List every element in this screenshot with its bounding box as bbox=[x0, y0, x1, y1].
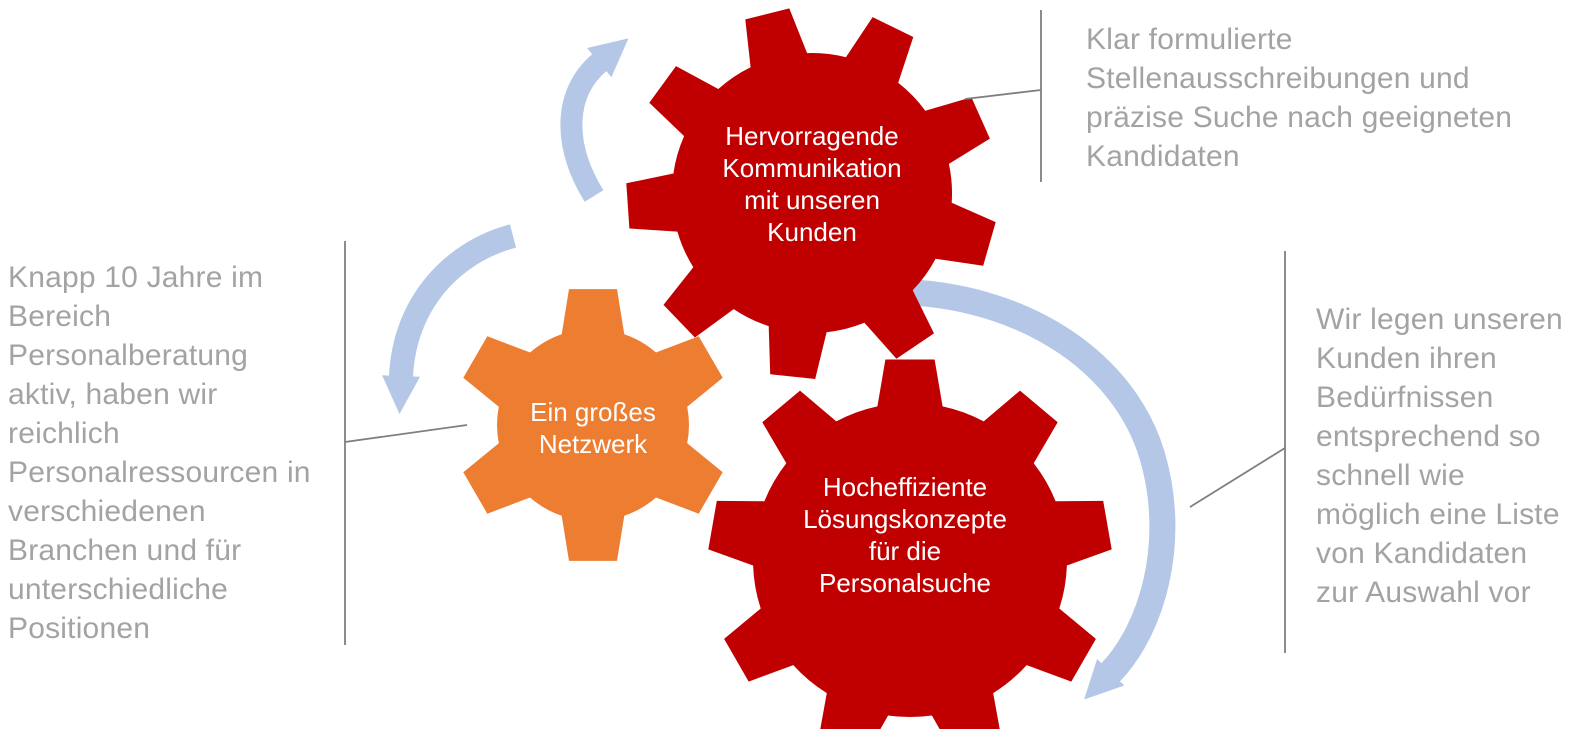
curved-arrow-up-icon bbox=[560, 38, 629, 202]
curved-arrow-down-icon bbox=[382, 224, 517, 414]
gear-communication-shape bbox=[626, 8, 996, 380]
connector-line-top-right bbox=[964, 10, 1042, 182]
gear-solutions-label: Hocheffiziente Lösungskonzepte für die P… bbox=[803, 472, 1007, 598]
connector-line-right bbox=[1189, 251, 1286, 653]
gear-network-label: Ein großes Netzwerk bbox=[530, 397, 656, 459]
annotation-candidate-list: Wir legen unseren Kunden ihren Bedürfnis… bbox=[1316, 303, 1563, 609]
annotation-experience: Knapp 10 Jahre im Bereich Personalberatu… bbox=[8, 261, 311, 645]
connector-line-left bbox=[344, 241, 468, 645]
gear-solutions-shape bbox=[708, 359, 1112, 729]
gear-communication-label: Hervorragende Kommunikation mit unseren … bbox=[722, 121, 902, 247]
curved-arrow-clockwise-icon bbox=[905, 279, 1176, 700]
gear-network-shape bbox=[463, 289, 723, 561]
annotation-job-postings: Klar formulierte Stellenausschreibungen … bbox=[1086, 23, 1513, 173]
